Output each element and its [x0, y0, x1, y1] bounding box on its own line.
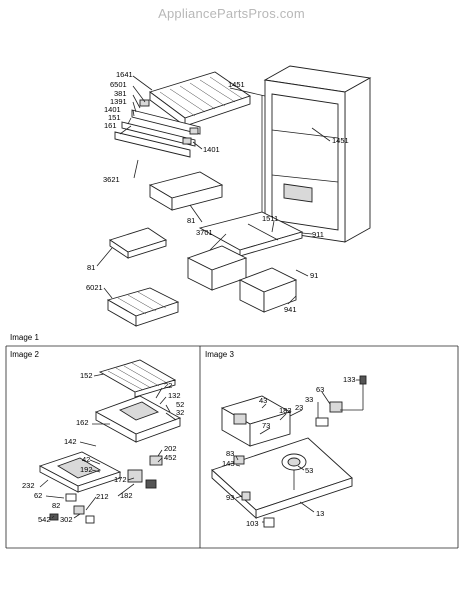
label-6501: 6501: [110, 80, 127, 89]
labels-image2: 152 22 132 52 32 162 142 42 192 202 452 …: [22, 371, 184, 524]
label-53: 53: [305, 466, 313, 475]
label-1401-a: 1401: [104, 105, 121, 114]
label-1641: 1641: [116, 70, 133, 79]
label-182: 182: [120, 491, 133, 500]
section-image3: Image 3: [205, 350, 234, 359]
label-133: 133: [343, 375, 356, 384]
label-1391: 1391: [110, 97, 127, 106]
label-1451-a: 1451: [228, 80, 245, 89]
label-33: 33: [305, 395, 313, 404]
label-911: 911: [312, 230, 324, 239]
label-132: 132: [168, 391, 181, 400]
watermark: AppliancePartsPros.com: [158, 6, 305, 21]
connector-parts: [233, 375, 367, 528]
label-302: 302: [60, 515, 73, 524]
label-452: 452: [164, 453, 177, 462]
label-13: 13: [316, 509, 324, 518]
label-63: 63: [316, 385, 324, 394]
label-142: 142: [64, 437, 77, 446]
shelf-assembly-top: [114, 71, 251, 158]
ice-tray-base: [38, 451, 122, 493]
label-162: 162: [76, 418, 89, 427]
label-93: 93: [226, 493, 234, 502]
label-32: 32: [176, 408, 184, 417]
freezer-shelf-frame: [94, 395, 182, 443]
label-42: 42: [82, 455, 90, 464]
label-172: 172: [114, 475, 127, 484]
refrigerator-cabinet: [261, 65, 372, 243]
labels-image3: 133 63 43 33 23 183 73 83 143 53 93 13 1…: [222, 375, 356, 528]
label-103: 103: [246, 519, 259, 528]
crisper-bin-left: [186, 245, 248, 291]
label-941: 941: [284, 305, 297, 314]
freezer-shelf-top: [98, 359, 177, 398]
crisper-bin-right: [238, 267, 298, 313]
section-image1: Image 1: [10, 333, 39, 342]
control-housing: [220, 395, 292, 447]
label-91: 91: [310, 271, 318, 280]
label-1511: 1511: [262, 214, 278, 223]
label-81-a: 81: [187, 216, 195, 225]
label-151: 151: [108, 113, 121, 122]
label-152: 152: [80, 371, 93, 380]
label-23: 23: [295, 403, 303, 412]
label-3701: 3701: [196, 228, 213, 237]
labels-image1: 1641 6501 381 1391 1401 151 161 1401 145…: [86, 70, 349, 314]
label-52: 52: [176, 400, 184, 409]
label-3621: 3621: [103, 175, 120, 184]
label-381: 381: [114, 89, 127, 98]
label-143: 143: [222, 459, 235, 468]
crisper-shelf: [148, 171, 224, 211]
leader-lines-image3: [235, 379, 360, 523]
leader-lines-image2: [39, 373, 177, 519]
section-image2: Image 2: [10, 350, 39, 359]
label-161: 161: [104, 121, 117, 130]
label-73: 73: [262, 421, 270, 430]
label-542: 542: [38, 515, 51, 524]
crisper-cover: [198, 211, 304, 257]
label-81-b: 81: [87, 263, 95, 272]
label-183: 183: [279, 406, 292, 415]
label-62: 62: [34, 491, 42, 500]
label-1451-b: 1451: [332, 136, 349, 145]
label-202: 202: [164, 444, 177, 453]
label-232: 232: [22, 481, 35, 490]
label-212: 212: [96, 492, 109, 501]
label-82: 82: [52, 501, 60, 510]
label-43: 43: [259, 396, 267, 405]
label-192: 192: [80, 465, 93, 474]
label-1401-b: 1401: [203, 145, 220, 154]
label-83: 83: [226, 449, 234, 458]
leader-lines-image1: [96, 75, 331, 305]
motor-assembly: [281, 453, 307, 490]
label-6021: 6021: [86, 283, 103, 292]
wire-basket: [106, 287, 180, 327]
ice-maker-parts: [49, 455, 163, 524]
small-shelf: [108, 227, 168, 259]
label-22: 22: [164, 381, 172, 390]
